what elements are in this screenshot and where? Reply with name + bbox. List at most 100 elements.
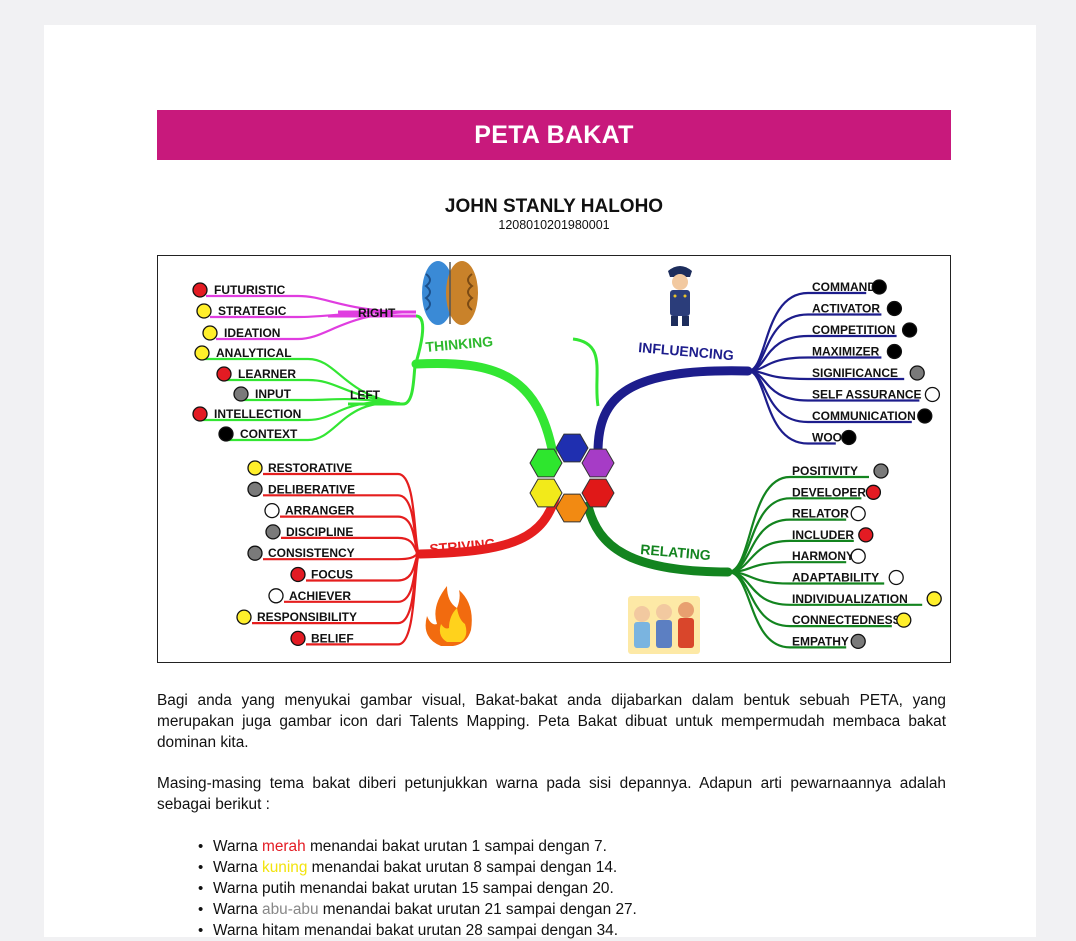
influencing-trunk [593,366,753,457]
talent-communication: COMMUNICATION [812,409,916,423]
talent-includer: INCLUDER [792,528,854,542]
talent-consistency: CONSISTENCY [268,546,355,560]
talent-intellection: INTELLECTION [214,407,301,421]
talent-achiever: ACHIEVER [289,589,351,603]
talent-dot-responsibility [236,609,252,625]
talent-dot-self-assurance [924,386,941,403]
talent-dot-analytical [194,345,210,361]
talent-dot-competition [901,322,918,338]
relating-trunk [583,501,733,577]
talent-dot-activator [886,300,903,317]
talent-dot-harmony [850,548,866,564]
talent-woo: WOO [812,431,842,445]
talent-analytical: ANALYTICAL [216,346,292,360]
talent-deliberative: DELIBERATIVE [268,482,355,496]
talent-futuristic: FUTURISTIC [214,283,286,297]
thinking-sub-left: LEFT [350,388,381,402]
hex-purple [581,448,615,478]
map-labels: FUTURISTIC STRATEGIC IDEATION RIGHT ANALYTIC… [192,279,942,650]
talent-relator: RELATOR [792,507,849,521]
category-relating: RELATING [640,541,712,563]
talent-activator: ACTIVATOR [812,302,880,316]
paragraph-legend-intro: Masing-masing tema bakat diberi petunjuk… [157,775,946,813]
hex-orange [555,493,589,523]
talent-dot-restorative [247,460,263,476]
legend-item: Warna merah menandai bakat urutan 1 samp… [198,836,637,857]
talent-dot-consistency [247,545,263,561]
talent-significance: SIGNIFICANCE [812,366,898,380]
legend-item: Warna putih menandai bakat urutan 15 sam… [198,878,637,899]
talent-dot-strategic [196,303,212,319]
talent-strategic: STRATEGIC [218,304,287,318]
talent-map-canvas: FUTURISTIC STRATEGIC IDEATION RIGHT ANALYTIC… [192,261,942,654]
talent-belief: BELIEF [311,631,354,645]
talent-dot-maximizer [886,343,903,360]
talent-maximizer: MAXIMIZER [812,345,880,359]
talent-dot-individualization [926,591,942,607]
legend-description: menandai bakat urutan 1 sampai dengan 7. [305,838,607,855]
category-striving: STRIVING [429,535,496,557]
talent-dot-positivity [873,463,889,479]
talent-arranger: ARRANGER [285,504,355,518]
talent-dot-input [233,386,249,402]
talent-dot-significance [909,365,925,381]
thinking-sub-right: RIGHT [358,306,396,320]
brain-icon [422,261,478,325]
talent-map: FUTURISTIC STRATEGIC IDEATION RIGHT ANALYTIC… [157,255,951,663]
legend-color-word: merah [262,838,306,855]
striving-branch [306,552,422,646]
talent-responsibility: RESPONSIBILITY [257,610,357,624]
legend-item: Warna kuning menandai bakat urutan 8 sam… [198,857,637,878]
influencing-branch [747,369,836,445]
talent-input: INPUT [255,387,292,401]
talent-dot-learner [216,366,232,382]
legend-item: Warna hitam menandai bakat urutan 28 sam… [198,920,637,941]
striving-trunk [415,491,561,559]
talent-dot-ideation [202,325,218,341]
general-icon [668,266,692,326]
talent-competition: COMPETITION [812,323,895,337]
talent-dot-connectedness [896,612,912,628]
legend-description: menandai bakat urutan 28 sampai dengan 3… [299,922,618,939]
talent-dot-communication [917,408,933,424]
legend-prefix: Warna [213,859,263,876]
map-branches [200,291,923,649]
hex-blue [555,433,589,463]
talent-dot-empathy [850,633,866,650]
talent-dot-includer [858,527,874,543]
hex-green [529,448,563,478]
talent-command: COMMAND [812,280,876,294]
legend-prefix: Warna [213,880,263,897]
legend-item: Warna abu-abu menandai bakat urutan 21 s… [198,899,637,920]
legend-prefix: Warna [213,901,263,918]
thinking-link [572,337,600,407]
talent-dot-discipline [265,524,281,540]
talent-dot-command [871,279,887,295]
talent-ideation: IDEATION [224,326,280,340]
category-influencing: INFLUENCING [638,339,735,363]
hex-yellow [529,478,563,508]
talent-harmony: HARMONY [792,549,854,563]
person-name: JOHN STANLY HALOHO [444,196,664,217]
person-id: 1208010201980001 [498,218,610,232]
talent-developer: DEVELOPER [792,485,866,499]
category-thinking: THINKING [425,333,494,355]
talent-discipline: DISCIPLINE [286,525,353,539]
talent-dot-intellection [192,406,208,422]
title-banner: PETA BAKAT [157,110,951,160]
legend-prefix: Warna [213,922,263,939]
talent-context: CONTEXT [240,427,298,441]
legend-description: menandai bakat urutan 8 sampai dengan 14… [307,859,618,876]
color-legend-list: Warna merah menandai bakat urutan 1 samp… [198,836,637,941]
talent-restorative: RESTORATIVE [268,461,352,475]
talent-empathy: EMPATHY [792,634,849,648]
talent-dot-achiever [268,588,284,604]
talent-self-assurance: SELF ASSURANCE [812,388,922,402]
thinking-trunk [411,358,558,459]
talent-adaptability: ADAPTABILITY [792,571,879,585]
talent-dot-context [218,426,234,442]
people-icon [628,596,700,654]
talent-individualization: INDIVIDUALIZATION [792,592,908,606]
fire-icon [425,586,472,646]
talent-dot-woo [841,429,857,446]
